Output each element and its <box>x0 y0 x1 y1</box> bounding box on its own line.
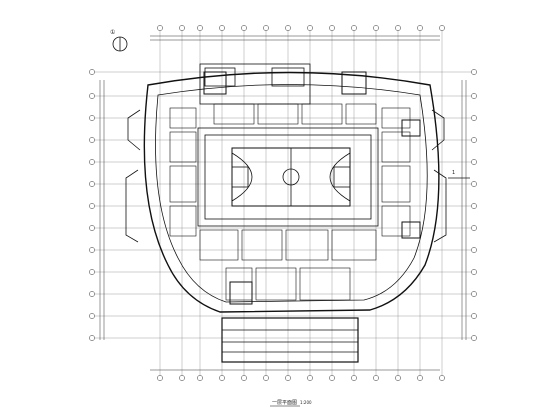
grid-bubble <box>307 375 313 381</box>
grid-bubble <box>471 313 477 319</box>
grid-bubble <box>471 269 477 275</box>
north-symbol-label: ① <box>110 29 115 36</box>
grid-bubble <box>351 375 357 381</box>
grid-bubble <box>439 25 445 31</box>
grid-bubble <box>471 247 477 253</box>
section-mark-label: 1 <box>452 170 455 176</box>
grid-bubble <box>471 225 477 231</box>
grid-bubble <box>471 137 477 143</box>
tower-top-left <box>203 71 227 95</box>
grid-bubble <box>471 203 477 209</box>
grid-bubble <box>197 375 203 381</box>
grid-bubble <box>89 269 95 275</box>
grid-bubble <box>89 313 95 319</box>
grid-bubble <box>373 375 379 381</box>
grid-bubble <box>197 25 203 31</box>
grid-bubble <box>395 25 401 31</box>
grid-bubble <box>471 69 477 75</box>
grid-bubble <box>241 375 247 381</box>
grid-bubble <box>219 375 225 381</box>
grid-bubble <box>263 375 269 381</box>
grid-bubble <box>241 25 247 31</box>
inner-wall <box>155 84 428 303</box>
grid-bubble <box>89 159 95 165</box>
drawing-scale: 1:200 <box>300 400 312 405</box>
grid-bubble <box>471 115 477 121</box>
grid-bubble <box>179 375 185 381</box>
left-wing <box>125 109 141 243</box>
stair-right <box>401 119 421 137</box>
building-outline <box>125 63 447 363</box>
grid-bubble <box>157 375 163 381</box>
drawing-title: 一层平面图 <box>272 400 297 406</box>
grid-bubble <box>89 335 95 341</box>
tower-top-right <box>341 71 367 95</box>
grid-bubble <box>157 25 163 31</box>
grid-bubble <box>417 375 423 381</box>
grid-bubble <box>329 375 335 381</box>
basketball-court <box>231 147 351 207</box>
grid-bubble <box>219 25 225 31</box>
top-entrance-block <box>199 63 311 105</box>
grid-bubble <box>307 25 313 31</box>
grid-bubble <box>373 25 379 31</box>
grid-bubble <box>89 137 95 143</box>
grid-bubble <box>89 69 95 75</box>
grid-bubble <box>439 375 445 381</box>
rooms <box>169 103 411 301</box>
grid-bubble <box>89 203 95 209</box>
outer-wall <box>143 71 440 313</box>
grid-bubble <box>351 25 357 31</box>
grid-bubble <box>471 93 477 99</box>
grid-bubble <box>471 291 477 297</box>
grid-bubble <box>263 25 269 31</box>
north-symbol: ① <box>110 29 128 52</box>
grid-bubble <box>471 181 477 187</box>
grid-bubble <box>329 25 335 31</box>
grid-bubble <box>471 159 477 165</box>
grid-bubble <box>285 25 291 31</box>
grid-bubble <box>417 25 423 31</box>
grid-bubble <box>89 181 95 187</box>
grid-bubble <box>471 335 477 341</box>
grid-lines <box>89 25 477 381</box>
grid-bubble <box>89 291 95 297</box>
grid-bubble <box>89 115 95 121</box>
grid-bubble <box>285 375 291 381</box>
grid-bubble <box>395 375 401 381</box>
grid-bubble <box>89 247 95 253</box>
stair-bottom-left <box>229 281 253 305</box>
grid-bubble <box>89 225 95 231</box>
grid-bubble <box>179 25 185 31</box>
section-mark: 1 <box>448 170 470 179</box>
right-wing <box>431 109 447 243</box>
bottom-entrance-canopy <box>221 317 359 363</box>
court-hall <box>197 127 379 227</box>
grid-bubble <box>89 93 95 99</box>
